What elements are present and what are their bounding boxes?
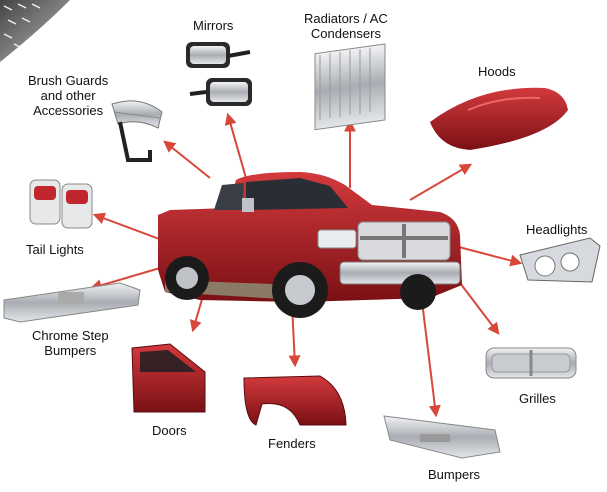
- label-chrome-step-bumpers: Chrome Step Bumpers: [32, 328, 109, 358]
- pickup-truck-icon: [158, 172, 462, 318]
- mirrors-part: [186, 42, 252, 106]
- label-brush-guards: Brush Guards and other Accessories: [28, 73, 109, 118]
- label-hoods: Hoods: [478, 64, 516, 79]
- label-headlights: Headlights: [526, 222, 588, 237]
- arrow-tail-lights: [92, 212, 163, 241]
- tail-lights-part: [29, 179, 93, 229]
- label-mirrors: Mirrors: [193, 18, 234, 33]
- arrow-headlights: [454, 245, 523, 267]
- arrow-brush-guards: [163, 140, 211, 179]
- label-doors: Doors: [152, 423, 187, 438]
- label-fenders: Fenders: [268, 436, 316, 451]
- radiator-part: [314, 43, 386, 131]
- label-radiators: Radiators / AC Condensers: [304, 11, 388, 41]
- chrome-step-bumper-part: [3, 282, 141, 323]
- brush-guard-part: [111, 100, 163, 162]
- label-grilles: Grilles: [519, 391, 556, 406]
- hood-part: [430, 87, 568, 150]
- label-tail-lights: Tail Lights: [26, 242, 84, 257]
- fender-part: [243, 375, 347, 426]
- diamond-plate-corner-icon: [0, 0, 70, 62]
- headlight-part: [519, 237, 601, 283]
- door-part: [131, 343, 206, 413]
- label-bumpers: Bumpers: [428, 467, 481, 482]
- arrow-hoods: [409, 163, 473, 201]
- arrow-mirrors: [224, 112, 249, 186]
- bumper-part: [383, 415, 501, 459]
- arrow-chrome-step: [89, 267, 161, 292]
- grille-part: [485, 347, 577, 379]
